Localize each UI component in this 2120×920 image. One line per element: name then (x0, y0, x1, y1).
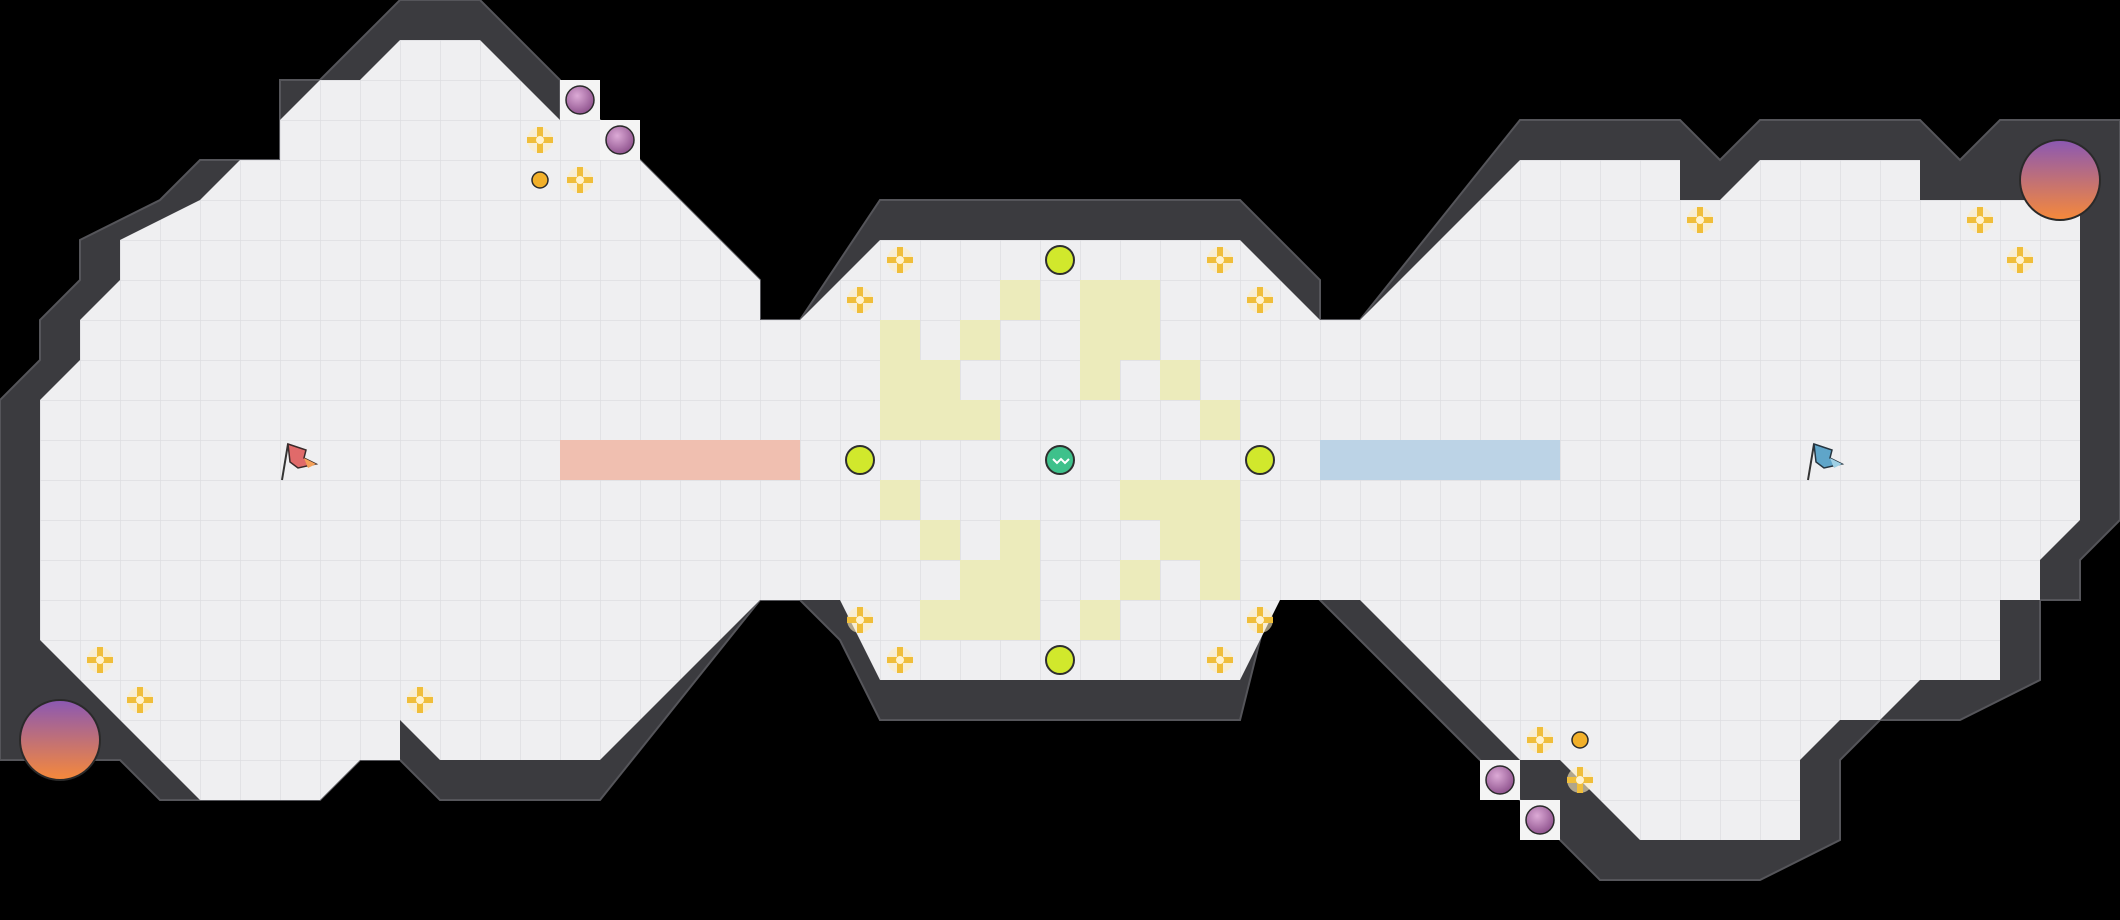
neutral-tile (960, 320, 1000, 360)
neutral-tile (960, 400, 1000, 440)
boost-icon (567, 167, 593, 193)
spike-layer (560, 80, 1560, 840)
boost-icon (127, 687, 153, 713)
boost-icon (887, 247, 913, 273)
boost-icon (887, 647, 913, 673)
neutral-tile (1080, 600, 1120, 640)
spike-icon (1485, 765, 1515, 795)
zone-layer (560, 280, 1560, 640)
flag-layer (281, 442, 1845, 481)
boost-icon (1567, 767, 1593, 793)
neutral-zone-group (880, 280, 1240, 640)
portal-icon[interactable] (2019, 139, 2101, 221)
neutral-tile (920, 520, 960, 560)
powerup-icon (1245, 445, 1275, 475)
neutral-tile (880, 480, 920, 520)
boost-icon (1967, 207, 1993, 233)
boost-icon (847, 607, 873, 633)
portal-icon[interactable] (19, 699, 101, 781)
boost-icon (2007, 247, 2033, 273)
powerup-layer (845, 245, 1275, 675)
bomb-icon (1571, 731, 1589, 749)
blue-team-zone (1320, 440, 1560, 480)
neutral-tile (1080, 280, 1160, 320)
spike-icon (1525, 805, 1555, 835)
neutral-tile (1160, 520, 1200, 560)
floor-area (40, 40, 2080, 840)
bomb-icon (531, 171, 549, 189)
neutral-tile (920, 600, 960, 640)
red-flag-icon[interactable] (281, 442, 319, 481)
boost-icon (847, 287, 873, 313)
blue-flag-icon[interactable] (1807, 442, 1845, 481)
bomb-layer (531, 171, 1589, 749)
neutral-tile (1000, 520, 1040, 640)
neutral-tile (1200, 480, 1240, 600)
neutral-tile (1120, 560, 1160, 600)
boost-icon (1687, 207, 1713, 233)
spike-icon (565, 85, 595, 115)
boost-icon (407, 687, 433, 713)
neutral-tile (960, 560, 1000, 640)
portal-layer (19, 139, 2101, 781)
neutral-tile (1200, 400, 1240, 440)
neutral-tile (1160, 360, 1200, 400)
powerup-icon (845, 445, 875, 475)
powerup-icon (1045, 245, 1075, 275)
floor-layer (40, 40, 2080, 840)
boost-layer (87, 127, 2033, 793)
boost-icon (1247, 287, 1273, 313)
button-icon[interactable] (1045, 445, 1075, 475)
neutral-tile (880, 320, 920, 440)
neutral-tile (1080, 320, 1120, 400)
boost-icon (1527, 727, 1553, 753)
boost-icon (527, 127, 553, 153)
spike-icon (605, 125, 635, 155)
neutral-tile (1120, 320, 1160, 360)
boost-icon (1207, 247, 1233, 273)
neutral-tile (1000, 280, 1040, 320)
powerup-icon (1045, 645, 1075, 675)
boost-icon (1247, 607, 1273, 633)
neutral-tile (920, 360, 960, 440)
boost-icon (1207, 647, 1233, 673)
neutral-tile (1120, 480, 1200, 520)
boost-icon (87, 647, 113, 673)
red-team-zone (560, 440, 800, 480)
